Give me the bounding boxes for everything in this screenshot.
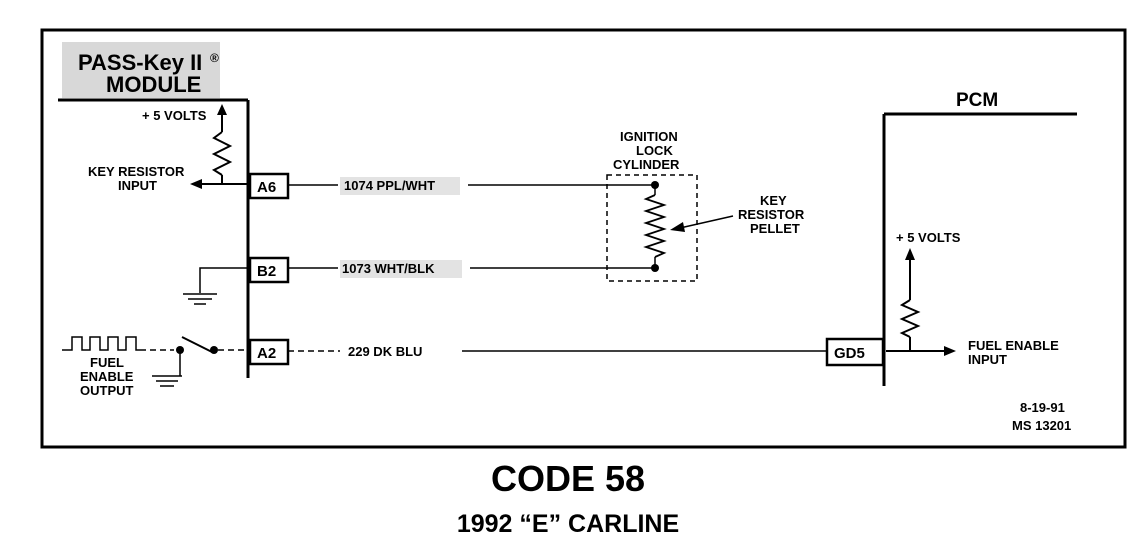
- ignition-lock-cylinder-box: [606, 174, 698, 282]
- registered-mark: ®: [210, 51, 219, 65]
- pcm-supply-label: + 5 VOLTS: [896, 230, 961, 245]
- pin-gd5-label: GD5: [834, 345, 865, 362]
- pin-a2-box: [248, 338, 290, 366]
- module-title-highlight: [62, 42, 220, 98]
- b2-ground-lead: [199, 267, 248, 293]
- fuel-input-arrow: [944, 346, 956, 356]
- fuel-input-label-line1: FUEL ENABLE: [968, 338, 1059, 353]
- fuel-output-label-line1: FUEL: [90, 355, 124, 370]
- fuel-enable-square-wave: [62, 336, 146, 351]
- key-resistor-pellet: [643, 194, 667, 258]
- wire-a2-label: 229 DK BLU: [348, 344, 422, 359]
- ignition-label-line3: CYLINDER: [613, 157, 680, 172]
- pin-b2-box: [248, 256, 290, 284]
- wire-a6-label-highlight: [340, 177, 460, 195]
- diagram-reference: MS 13201: [1012, 418, 1071, 433]
- pellet-callout-line: [679, 215, 734, 229]
- pin-gd5-box: [825, 337, 885, 367]
- ignition-label-line2: LOCK: [636, 143, 673, 158]
- diagram-date: 8-19-91: [1020, 400, 1065, 415]
- carline-subtitle: 1992 “E” CARLINE: [456, 510, 680, 538]
- pcm-title: PCM: [956, 90, 998, 111]
- key-input-label-line1: KEY RESISTOR: [88, 164, 185, 179]
- key-input-arrow: [190, 179, 202, 189]
- switch-contact: [210, 346, 218, 354]
- wire-a6-label: 1074 PPL/WHT: [344, 178, 435, 193]
- pin-a6-box: [248, 172, 290, 200]
- pellet-label-line1: KEY: [760, 193, 787, 208]
- pellet-label-line3: PELLET: [750, 221, 800, 236]
- key-input-label-line2: INPUT: [118, 178, 157, 193]
- wiring-diagram: PASS-Key II ® MODULE + 5 VOLTS KEY RESIS…: [40, 28, 1127, 449]
- module-pullup-resistor: [211, 131, 233, 176]
- wire-b2-label: 1073 WHT/BLK: [342, 261, 435, 276]
- pellet-label-line2: RESISTOR: [738, 207, 805, 222]
- pin-b2-label: B2: [257, 263, 276, 280]
- module-supply-label: + 5 VOLTS: [142, 108, 207, 123]
- module-title-line2: MODULE: [106, 72, 201, 97]
- switch-blade: [181, 336, 213, 353]
- fuel-input-label-line2: INPUT: [968, 352, 1007, 367]
- wire-b2-label-highlight: [340, 260, 462, 278]
- pin-a6-label: A6: [257, 179, 276, 196]
- code-title: CODE 58: [490, 458, 646, 499]
- ignition-label-line1: IGNITION: [620, 129, 678, 144]
- pellet-callout-arrow: [670, 222, 685, 232]
- module-supply-arrow: [217, 104, 227, 115]
- fuel-output-label-line2: ENABLE: [80, 369, 134, 384]
- pcm-supply-arrow: [905, 248, 915, 260]
- diagram-frame: [40, 28, 1127, 449]
- pin-a2-label: A2: [257, 345, 276, 362]
- pcm-pullup-resistor: [899, 299, 921, 338]
- module-title-line1: PASS-Key II: [78, 50, 202, 75]
- fuel-output-label-line3: OUTPUT: [80, 383, 134, 398]
